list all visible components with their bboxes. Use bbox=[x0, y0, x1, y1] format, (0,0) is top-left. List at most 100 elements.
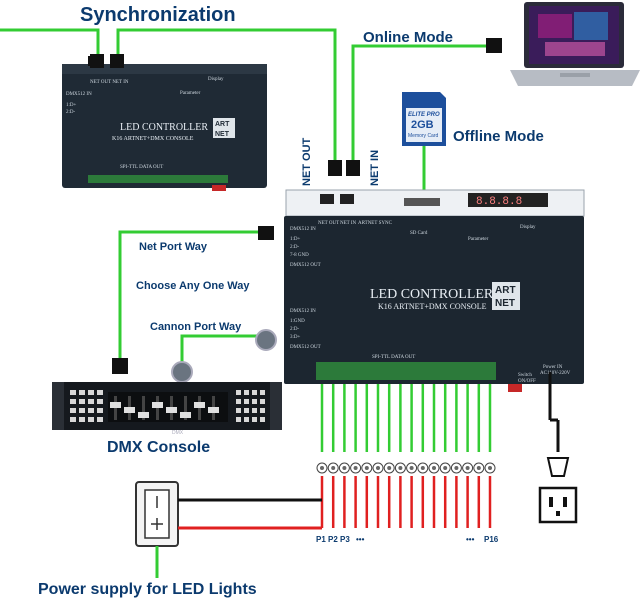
console-button bbox=[79, 408, 85, 413]
output-wires bbox=[320, 380, 492, 452]
console-button bbox=[79, 417, 85, 422]
label-net-in: NET IN bbox=[369, 150, 381, 186]
main-pin2-3: 3:D+ bbox=[290, 335, 301, 340]
ethernet-plugs bbox=[90, 38, 502, 374]
main-net-logo: NET bbox=[495, 298, 515, 309]
console-button bbox=[97, 408, 103, 413]
console-button bbox=[88, 417, 94, 422]
small-controller-title: LED CONTROLLER bbox=[120, 122, 208, 133]
console-device-name: DMX bbox=[172, 430, 184, 436]
power-wires bbox=[178, 498, 322, 530]
label-cannon-port-way: Cannon Port Way bbox=[150, 321, 242, 333]
main-display-label: Display bbox=[520, 225, 536, 230]
sync-plug-2 bbox=[110, 54, 124, 68]
label-p3: P3 bbox=[340, 535, 350, 544]
online-wire bbox=[351, 44, 487, 162]
console-button bbox=[236, 408, 241, 413]
main-switch-sub: ON/OFF bbox=[518, 379, 536, 384]
sd-card-brand: ELITE PRO bbox=[408, 112, 440, 118]
console-net-plug bbox=[112, 358, 128, 374]
main-switch-label: Switch bbox=[518, 373, 532, 378]
main-controller-subtitle: K16 ARTNET+DMX CONSOLE bbox=[378, 302, 487, 311]
output-node-core-12 bbox=[443, 466, 448, 470]
output-node-core-6 bbox=[376, 466, 380, 470]
console-fader-knob bbox=[124, 407, 135, 413]
output-node-core-10 bbox=[420, 466, 425, 470]
dmx-console-device: DMX bbox=[52, 382, 282, 436]
main-power-sub: AC110V-220V bbox=[540, 371, 571, 376]
console-button bbox=[79, 390, 85, 395]
main-pin2-2: 2:D- bbox=[290, 327, 300, 332]
console-button bbox=[260, 390, 265, 395]
main-dmx-out-label: DMX512 OUT bbox=[290, 263, 321, 268]
green-wires bbox=[0, 28, 487, 362]
console-button bbox=[252, 390, 257, 395]
console-fader-knob bbox=[194, 402, 205, 408]
console-button bbox=[70, 390, 76, 395]
console-button bbox=[244, 399, 249, 404]
console-button bbox=[260, 399, 265, 404]
label-net-out: NET OUT bbox=[301, 137, 313, 186]
output-node-core-7 bbox=[387, 466, 392, 470]
small-parameter-label: Parameter bbox=[180, 91, 201, 96]
output-node-core-4 bbox=[353, 466, 358, 470]
laptop bbox=[510, 2, 640, 86]
controller-net-plug bbox=[258, 226, 274, 240]
laptop-plug bbox=[486, 38, 502, 53]
console-button bbox=[70, 417, 76, 422]
console-button bbox=[236, 399, 241, 404]
console-fader-track bbox=[184, 396, 187, 420]
label-dots-left: ••• bbox=[356, 535, 365, 544]
console-fader-knob bbox=[180, 412, 191, 418]
svg-text:NET OUT NET IN: NET OUT NET IN bbox=[90, 80, 129, 85]
label-online-mode: Online Mode bbox=[363, 29, 453, 46]
console-button bbox=[88, 408, 94, 413]
console-fader-knob bbox=[152, 402, 163, 408]
main-sd-label: SD Card bbox=[410, 231, 428, 236]
label-choose-any-one-way: Choose Any One Way bbox=[136, 280, 250, 292]
console-button bbox=[260, 408, 265, 413]
ac-power bbox=[538, 372, 578, 524]
main-pin-2: 2:D- bbox=[290, 245, 300, 250]
output-node-core-13 bbox=[454, 466, 459, 470]
console-button bbox=[236, 417, 241, 422]
small-net-logo: NET bbox=[215, 131, 230, 138]
small-controller-subtitle: K16 ARTNET+DMX CONSOLE bbox=[112, 136, 194, 142]
output-node-core-5 bbox=[364, 466, 369, 470]
net-in-plug bbox=[346, 160, 360, 176]
console-button bbox=[252, 399, 257, 404]
main-power-label: Power IN bbox=[543, 365, 563, 370]
output-nodes bbox=[316, 462, 496, 528]
label-dots-right: ••• bbox=[466, 535, 475, 544]
console-fader-knob bbox=[110, 402, 121, 408]
label-offline-mode: Offline Mode bbox=[453, 128, 544, 145]
main-pin-1: 1:D+ bbox=[290, 237, 301, 242]
sync-wire-right bbox=[116, 28, 337, 162]
sd-card-kind: Memory Card bbox=[408, 133, 439, 139]
output-node-core-9 bbox=[409, 466, 414, 470]
console-fader-knob bbox=[208, 407, 219, 413]
console-button bbox=[70, 399, 76, 404]
label-p16: P16 bbox=[484, 535, 499, 544]
sd-card-size: 2GB bbox=[411, 119, 434, 131]
label-synchronization: Synchronization bbox=[80, 4, 236, 26]
output-node-core-3 bbox=[342, 466, 347, 470]
sync-plug-1 bbox=[90, 54, 104, 68]
label-net-port-way: Net Port Way bbox=[139, 241, 208, 253]
console-button bbox=[88, 399, 94, 404]
main-pin2-1: 1:GND bbox=[290, 319, 305, 324]
output-node-core-16 bbox=[488, 466, 492, 470]
svg-text:8.8.8.8: 8.8.8.8 bbox=[476, 196, 522, 208]
main-controller-title: LED CONTROLLER bbox=[370, 287, 494, 302]
output-node-core-15 bbox=[476, 466, 481, 470]
label-power-supply: Power supply for LED Lights bbox=[38, 581, 257, 598]
main-port-net-in: NET IN bbox=[340, 221, 357, 226]
console-button bbox=[97, 399, 103, 404]
console-button bbox=[244, 417, 249, 422]
label-p2: P2 bbox=[328, 535, 338, 544]
console-button bbox=[97, 417, 103, 422]
sync-wire-left bbox=[0, 28, 100, 58]
console-button bbox=[88, 390, 94, 395]
